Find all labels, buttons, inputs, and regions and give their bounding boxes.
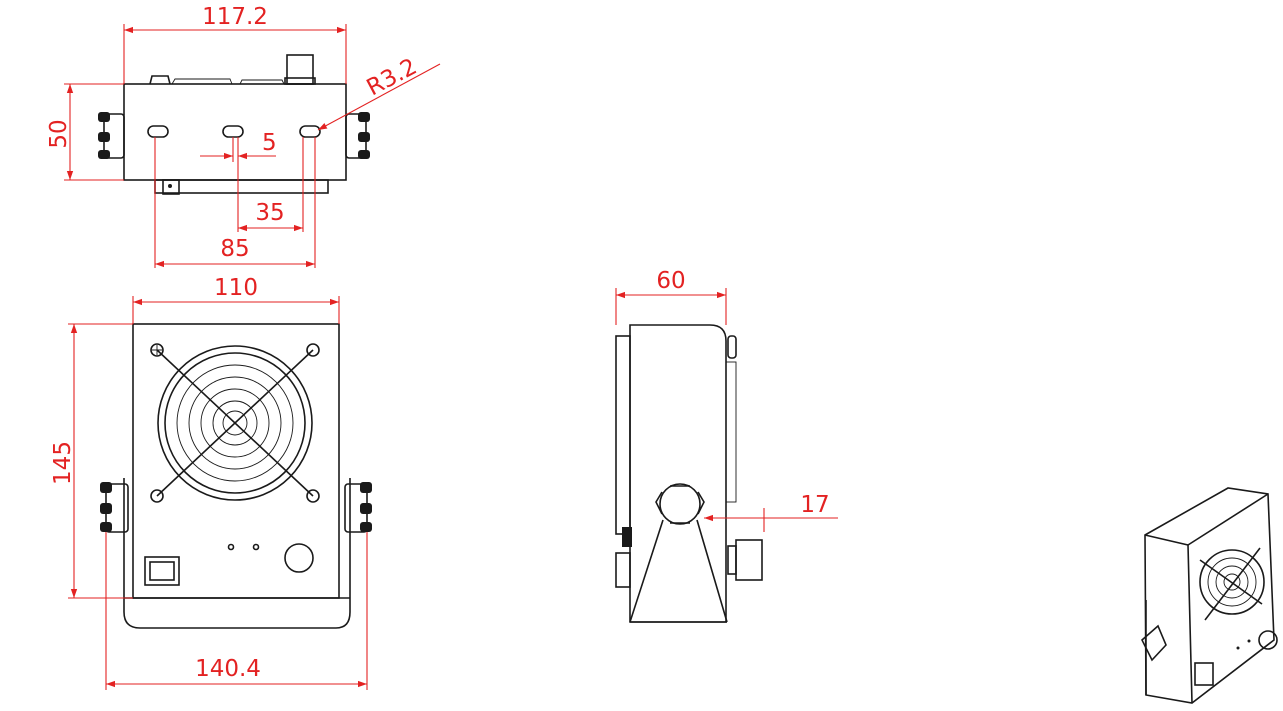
dim-slot-radius: R3.2 [363, 54, 422, 102]
dim-top-height: 50 [46, 119, 72, 148]
front-right-knob [344, 482, 372, 533]
side-view: 60 17 [615, 268, 838, 623]
indicator-led-2 [252, 543, 260, 551]
dim-front-overall: 140.4 [195, 656, 261, 682]
iso-fan [1199, 547, 1265, 621]
fan-guard [150, 343, 320, 503]
front-view: 110 145 140.4 [50, 275, 372, 690]
dim-slot-pitch: 35 [255, 200, 284, 226]
indicator-led-1 [227, 543, 235, 551]
top-left-knob [98, 112, 125, 159]
slot-center [222, 125, 244, 138]
dim-slot-span: 85 [220, 236, 249, 262]
power-switch [144, 556, 180, 586]
slot-right [299, 125, 321, 138]
dim-side-depth: 60 [656, 268, 685, 294]
slot-left [147, 125, 169, 138]
dim-front-width: 110 [214, 275, 258, 301]
adjust-knob [284, 543, 314, 573]
top-right-knob [345, 112, 370, 159]
dim-front-height: 145 [50, 441, 76, 485]
side-knob [655, 483, 705, 525]
dim-slot-width: 5 [262, 130, 277, 156]
front-left-knob [100, 482, 129, 533]
top-view: 117.2 50 R3.2 5 35 85 [46, 4, 441, 268]
dim-side-knob-offset: 17 [800, 492, 829, 518]
dim-top-width: 117.2 [202, 4, 268, 30]
iso-view [1141, 487, 1278, 704]
